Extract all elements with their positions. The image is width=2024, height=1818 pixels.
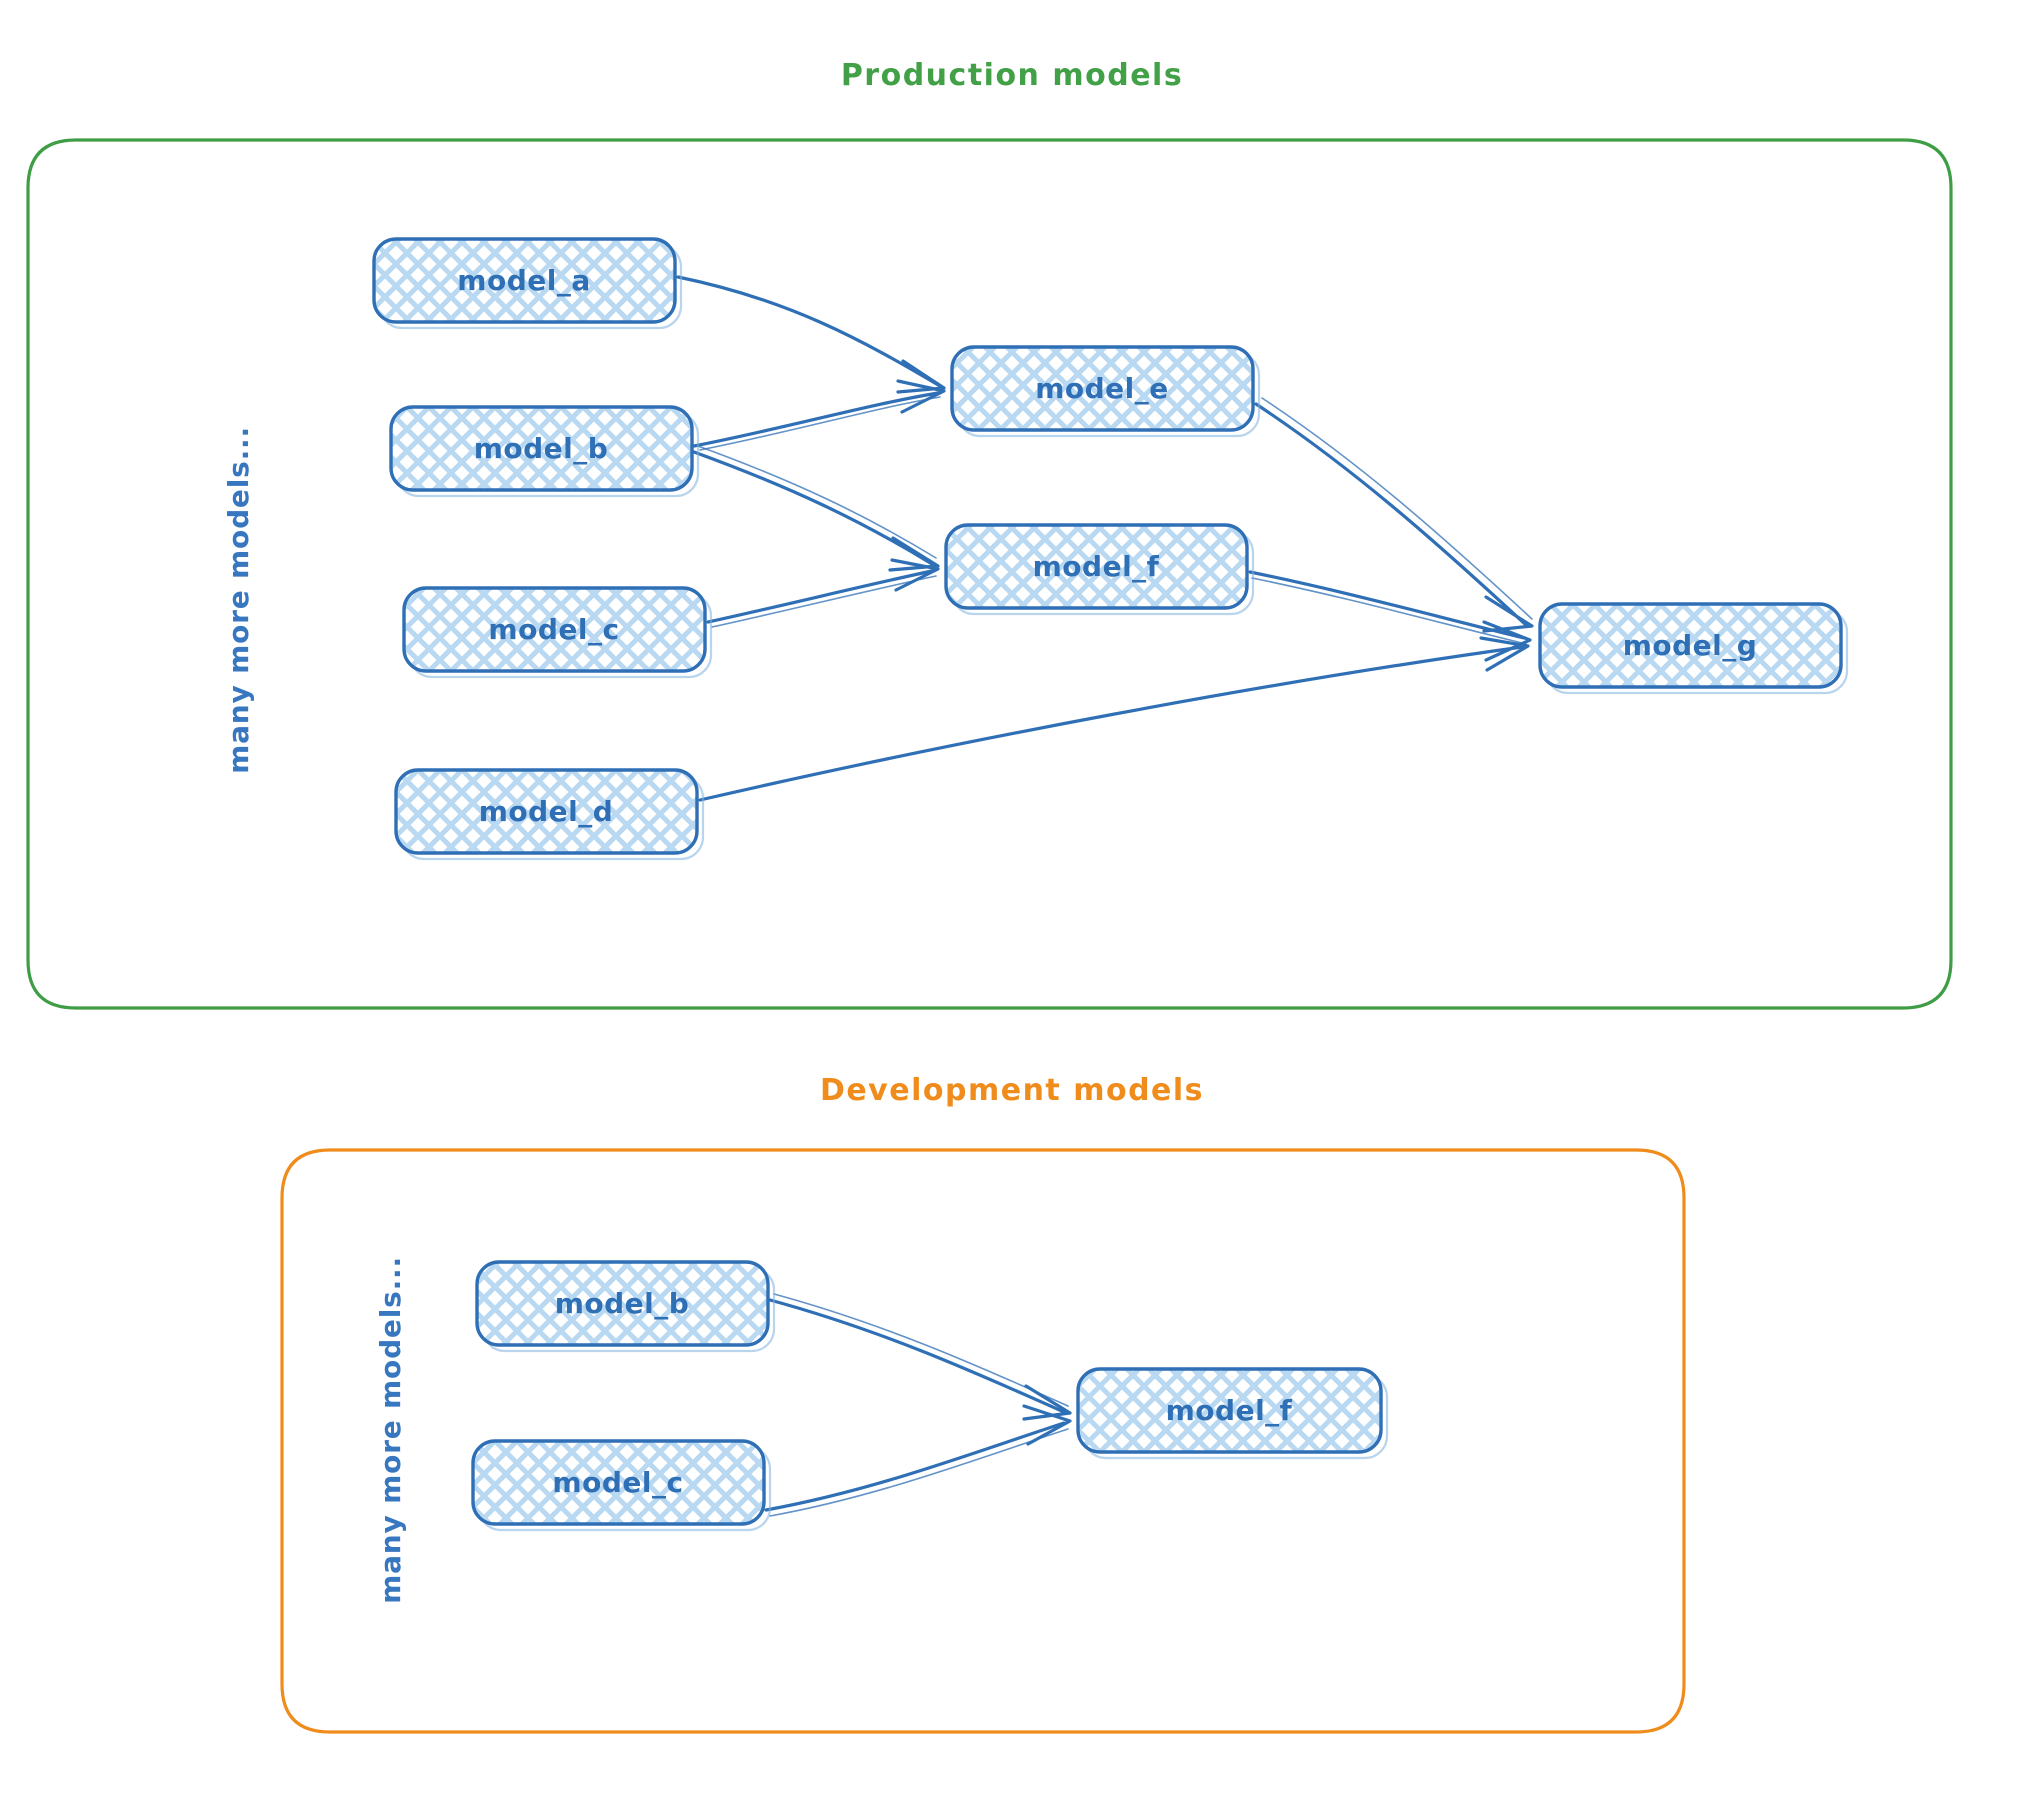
node-body[interactable] [471,1439,766,1526]
node-label: model_c [488,613,619,646]
edge-model-c-to-model-f-ghost [711,575,937,628]
edge-dev-model-b-to-model-f [768,1298,1066,1414]
node-prod-model-d[interactable]: model_d [394,768,705,861]
production-edges [676,275,1534,802]
arrowhead-dev-model-c-to-model-f [1022,1404,1072,1446]
arrowhead-model-d-to-model-g [1479,636,1530,672]
development-environment-group: Development models many more models... m… [280,1073,1686,1734]
node-label: model_f [1166,1394,1293,1427]
node-prod-model-f[interactable]: model_f [944,523,1255,616]
edge-model-c-to-model-f [706,569,934,624]
node-body[interactable] [1076,1367,1383,1454]
arrowhead-dev-model-b-to-model-f [1022,1384,1072,1421]
node-body[interactable] [475,1260,770,1347]
node-body[interactable] [1538,602,1843,689]
node-label: model_d [479,795,614,828]
node-body[interactable] [372,237,677,324]
node-prod-model-e[interactable]: model_e [950,345,1261,438]
node-label: model_c [552,1466,683,1499]
production-container-border [26,138,1953,1010]
edge-model-e-to-model-g [1254,402,1528,627]
arrowhead-model-a-to-model-e [896,359,946,394]
node-body[interactable] [944,523,1249,610]
edge-model-d-to-model-g [698,645,1524,802]
node-label: model_b [555,1287,690,1320]
arrowhead-model-f-to-model-g [1482,620,1532,662]
development-title: Development models [820,1073,1204,1108]
edge-model-a-to-model-e [676,275,942,388]
node-label: model_g [1623,629,1758,662]
arrowhead-model-b-to-model-f [888,536,940,572]
node-label: model_b [474,432,609,465]
node-body[interactable] [402,586,707,673]
development-container-border [280,1148,1686,1734]
node-dev-model-b[interactable]: model_b [475,1260,776,1353]
edge-model-b-to-model-e-ghost [699,396,941,451]
edge-model-f-to-model-g-ghost [1251,577,1527,645]
node-prod-model-b[interactable]: model_b [389,405,700,498]
edge-dev-model-c-to-model-f [764,1421,1066,1512]
edge-model-b-to-model-e [692,391,940,448]
arrowhead-model-b-to-model-e [896,379,946,414]
node-label: model_a [457,264,590,297]
node-body[interactable] [389,405,694,492]
development-edges [764,1293,1072,1517]
production-environment-group: Production models many more models... [26,58,1953,1010]
node-prod-model-g[interactable]: model_g [1538,602,1849,695]
node-dev-model-c[interactable]: model_c [471,1439,772,1532]
production-title: Production models [841,58,1183,93]
edge-model-b-to-model-f-ghost [697,445,937,559]
production-nodes: model_a model_b model_c model_d [372,237,1849,861]
node-body[interactable] [950,345,1255,432]
edge-model-e-to-model-g-ghost [1261,397,1533,620]
node-prod-model-a[interactable]: model_a [372,237,683,330]
development-many-more-models-note: many more models... [374,1256,407,1604]
development-nodes: model_b model_c model_f [471,1260,1389,1532]
node-dev-model-f[interactable]: model_f [1076,1367,1389,1460]
node-label: model_e [1035,372,1169,405]
production-many-more-models-note: many more models... [222,426,255,774]
arrowhead-model-c-to-model-f [890,558,940,592]
node-body[interactable] [394,768,699,855]
node-prod-model-c[interactable]: model_c [402,586,713,679]
node-label: model_f [1033,550,1160,583]
edge-model-f-to-model-g [1248,570,1526,640]
edge-model-b-to-model-f [692,450,934,566]
